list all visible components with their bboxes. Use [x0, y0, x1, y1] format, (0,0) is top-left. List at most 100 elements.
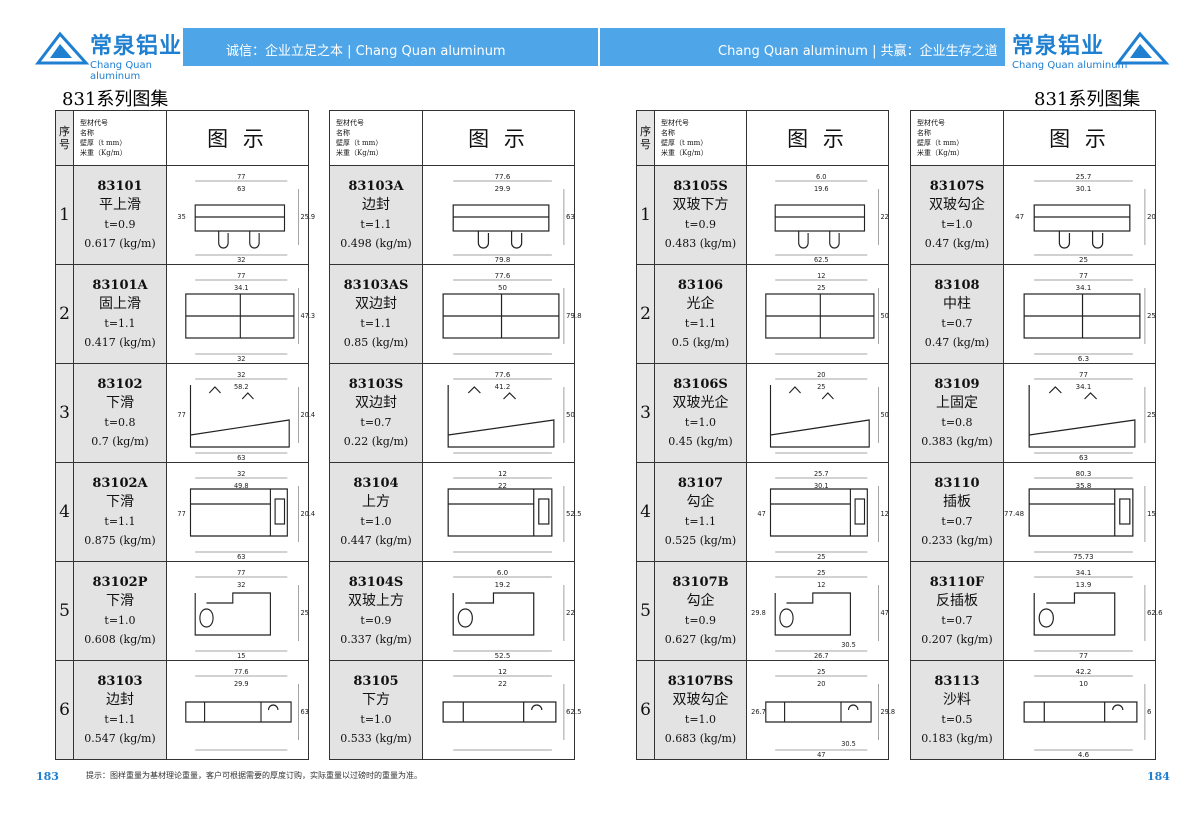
- dimension-label: 22: [498, 481, 507, 490]
- profile-name: 边封: [362, 197, 390, 213]
- info-header-line: 米重（Kg/m）: [80, 149, 127, 157]
- meter-weight: 0.383 (kg/m): [921, 435, 993, 448]
- meter-weight: 0.233 (kg/m): [921, 534, 993, 547]
- dimension-label: 15: [1147, 509, 1156, 518]
- profile-name: 双玻光企: [672, 395, 729, 411]
- dimension-label: 20.4: [300, 509, 315, 517]
- dimension-label: 12: [817, 580, 825, 588]
- series-title-left: 831系列图集: [62, 89, 169, 110]
- page-number-right: 184: [1147, 770, 1170, 783]
- profile-code: 83104: [353, 476, 399, 491]
- dimension-label: 35: [177, 212, 185, 220]
- wall-thickness: t=1.0: [684, 713, 717, 726]
- profile-code: 83105: [353, 674, 399, 689]
- dimension-label: 30.1: [814, 481, 829, 489]
- wall-thickness: t=1.1: [360, 218, 392, 231]
- figure-header: 图 示: [1003, 110, 1156, 166]
- profile-name: 双边封: [355, 395, 397, 411]
- dimension-label: 29.9: [234, 679, 249, 687]
- dimension-label: 50: [498, 283, 507, 292]
- wall-thickness: t=1.1: [360, 317, 392, 330]
- meter-weight: 0.525 (kg/m): [664, 534, 737, 547]
- dimension-label: 79.8: [495, 255, 511, 264]
- profile-code: 83103: [97, 674, 143, 689]
- profile-name: 插板: [943, 494, 971, 510]
- profile-code: 83113: [934, 674, 980, 689]
- info-header-line: 壁厚（t mm）: [80, 139, 127, 147]
- dimension-label: 34.1: [1076, 283, 1092, 292]
- series-title-right: 831系列图集: [1034, 89, 1141, 110]
- row-index: 1: [636, 165, 655, 265]
- dimension-label: 34.1: [1076, 568, 1092, 577]
- table-header-row: 型材代号名称壁厚（t mm）米重（Kg/m）图 示: [910, 110, 1156, 166]
- dimension-label: 77: [1079, 370, 1088, 379]
- wall-thickness: t=1.1: [104, 515, 136, 528]
- dimension-label: 25: [817, 283, 825, 291]
- wall-thickness: t=0.9: [684, 614, 717, 627]
- profile-name: 下滑: [106, 395, 134, 411]
- dimension-label: 6: [1147, 707, 1152, 716]
- dimension-label: 32: [237, 370, 245, 378]
- index-header: 序号: [636, 110, 655, 166]
- meter-weight: 0.45 (kg/m): [668, 435, 733, 448]
- dimension-label: 41.2: [495, 382, 511, 391]
- profile-code: 83104S: [348, 575, 404, 590]
- dimension-label: 63: [237, 184, 245, 192]
- dimension-label: 6.0: [497, 568, 508, 577]
- dimension-label: 77: [177, 509, 185, 517]
- dimension-label: 20: [817, 679, 825, 687]
- dimension-label: 6.3: [1078, 354, 1089, 363]
- dimension-label: 25: [1079, 255, 1088, 264]
- meter-weight: 0.483 (kg/m): [664, 237, 737, 250]
- figure-header: 图 示: [166, 110, 309, 166]
- info-header-line: 名称: [661, 129, 675, 137]
- dimension-label: 52.5: [566, 509, 582, 518]
- row-index: 6: [636, 660, 655, 760]
- meter-weight: 0.337 (kg/m): [340, 633, 412, 646]
- wall-thickness: t=1.0: [104, 614, 136, 627]
- dimension-label: 75.73: [1073, 552, 1093, 561]
- row-index: 5: [636, 561, 655, 661]
- dimension-label: 32: [237, 469, 245, 477]
- dimension-label: 25: [300, 608, 308, 616]
- meter-weight: 0.547 (kg/m): [84, 732, 156, 745]
- profile-code: 83105S: [673, 179, 728, 194]
- wall-thickness: t=0.7: [360, 416, 392, 429]
- dimension-label: 12: [817, 271, 825, 279]
- profile-code: 83102A: [92, 476, 148, 491]
- dimension-label: 42.2: [1076, 667, 1092, 676]
- dimension-label: 25.7: [814, 469, 829, 477]
- dimension-label: 52.5: [495, 651, 511, 660]
- footer-note: 提示：图样重量为基材理论重量，客户可根据需要的厚度订购，实际重量以过磅时的重量为…: [86, 771, 422, 780]
- profile-code: 83110F: [929, 575, 985, 590]
- profile-code: 83103S: [348, 377, 404, 392]
- profile-code: 83101: [97, 179, 143, 194]
